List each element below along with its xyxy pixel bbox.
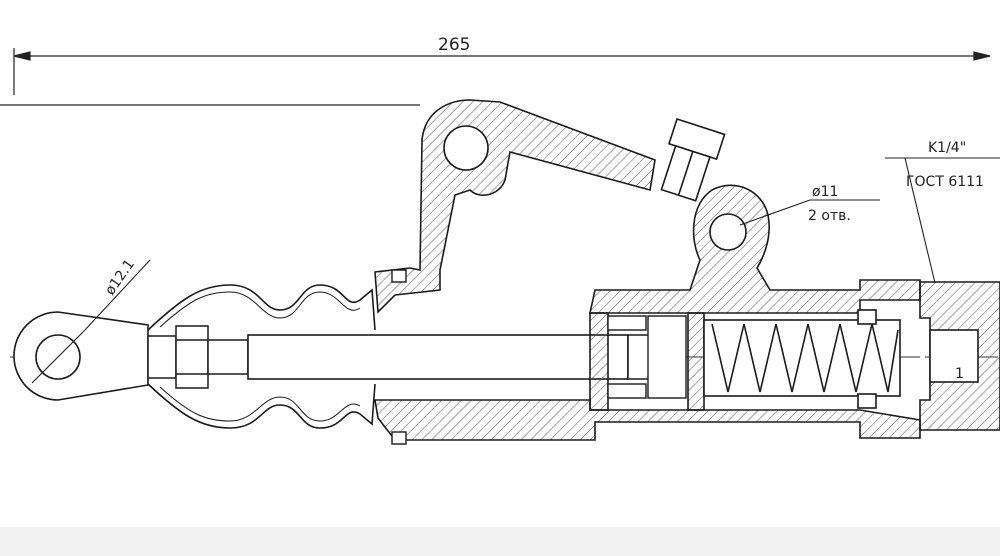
part-marker: 1: [955, 366, 964, 382]
piston: [607, 315, 687, 399]
thread-callout: [885, 157, 1000, 284]
eye-diameter-leader: [31, 259, 151, 384]
thread-standard-label: ГОСТ 6111: [906, 174, 984, 190]
rubber-boot: [147, 284, 376, 429]
hole-leader: [739, 199, 880, 226]
outlet-fitting: [919, 281, 1000, 431]
overall-length-label: 265: [438, 35, 470, 55]
rod-eye: [13, 311, 149, 401]
cylinder-housing: [374, 99, 921, 441]
bottom-band: [0, 527, 1000, 556]
hole-count-label: 2 отв.: [808, 208, 851, 224]
boot-seals: [391, 269, 407, 445]
hole-diameter-label: ø11: [812, 184, 838, 200]
bracket-bolt: [660, 117, 726, 202]
rod-fittings: [147, 325, 249, 389]
return-spring: [703, 309, 901, 409]
overall-dimension: [0, 48, 991, 106]
thread-spec-label: K1/4": [928, 140, 966, 156]
